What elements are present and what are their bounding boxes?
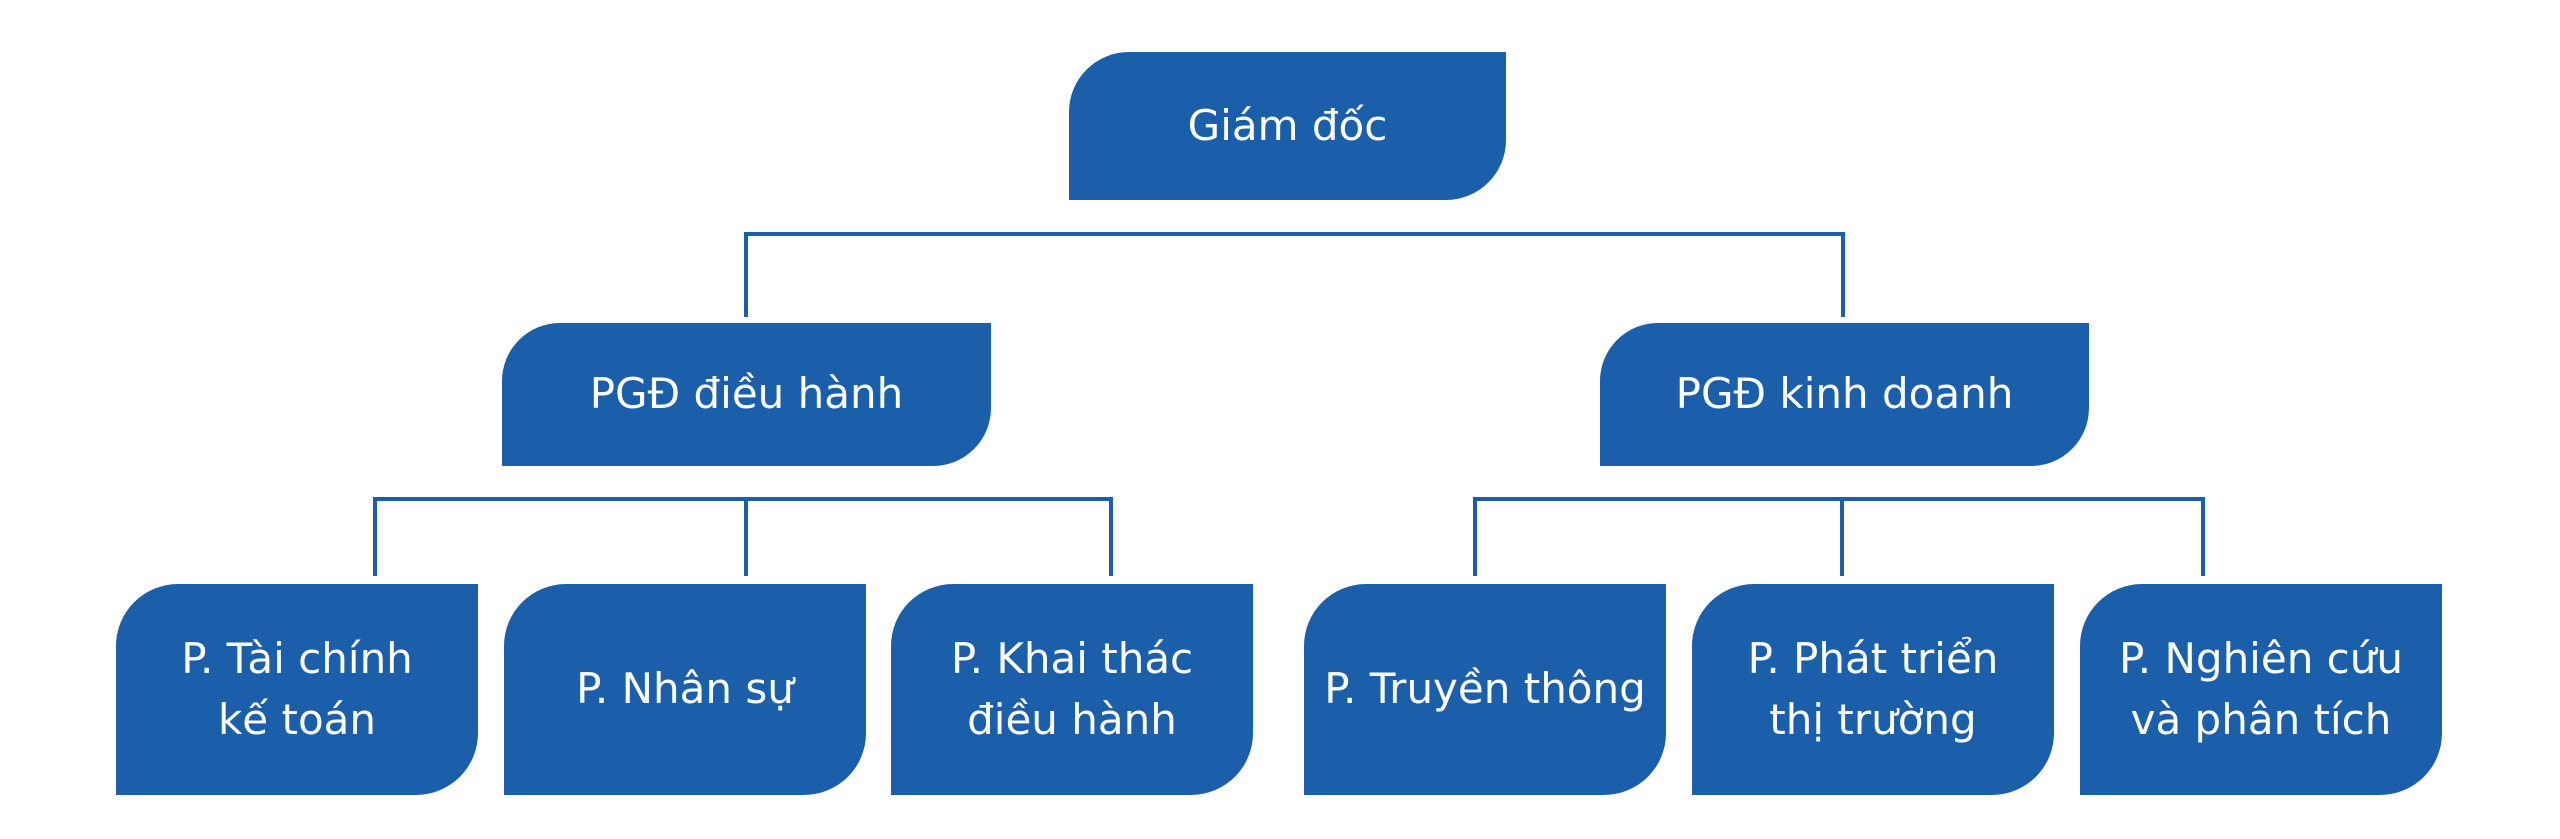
node-giam-doc-label: Giám đốc (1187, 100, 1388, 150)
node-p-nhan-su-label: P. Nhân sự (576, 664, 794, 714)
node-p-truyen-thong-label: P. Truyền thông (1324, 664, 1646, 714)
node-pgd-kinh-doanh: PGĐ kinh doanh (1600, 323, 2089, 466)
node-pgd-kinh-doanh-label: PGĐ kinh doanh (1675, 369, 2014, 419)
node-p-khai-thac-dieu-hanh-label: P. Khai thác điều hành (950, 633, 1194, 744)
node-p-nghien-cuu-va-phan-tich-label: P. Nghiên cứu và phân tích (2119, 633, 2403, 744)
node-p-phat-trien-thi-truong: P. Phát triển thị trường (1692, 584, 2054, 795)
connector-kinh-doanh-to-departments (1473, 497, 2205, 576)
node-giam-doc: Giám đốc (1069, 52, 1506, 200)
connector-dieu-hanh-to-departments (373, 497, 1113, 576)
node-p-tai-chinh-ke-toan-label: P. Tài chính kế toán (181, 633, 413, 744)
node-p-truyen-thong: P. Truyền thông (1304, 584, 1666, 795)
node-p-nhan-su: P. Nhân sự (504, 584, 866, 795)
node-p-tai-chinh-ke-toan: P. Tài chính kế toán (116, 584, 478, 795)
connector-group (373, 232, 2205, 576)
node-p-nghien-cuu-va-phan-tich: P. Nghiên cứu và phân tích (2080, 584, 2442, 795)
node-pgd-dieu-hanh-label: PGĐ điều hành (589, 369, 904, 419)
node-p-khai-thac-dieu-hanh: P. Khai thác điều hành (891, 584, 1253, 795)
node-pgd-dieu-hanh: PGĐ điều hành (502, 323, 991, 466)
node-p-phat-trien-thi-truong-label: P. Phát triển thị trường (1747, 633, 1999, 744)
connector-root-to-deputies (744, 232, 1845, 317)
